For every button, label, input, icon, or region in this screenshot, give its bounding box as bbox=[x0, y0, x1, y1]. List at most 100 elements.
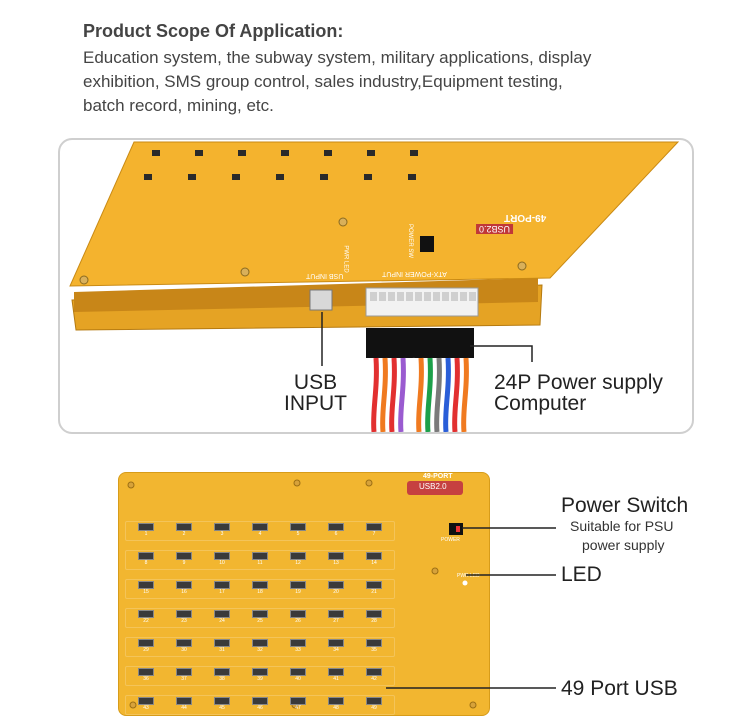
usb-port-number: 3 bbox=[220, 531, 224, 537]
board-label-power: POWER bbox=[441, 537, 460, 543]
power-switch-label: Power Switch bbox=[561, 494, 689, 517]
usb-port-slot bbox=[328, 639, 344, 647]
usb-port-number: 47 bbox=[295, 705, 301, 711]
usb-port: 25 bbox=[248, 610, 272, 626]
usb-port-number: 9 bbox=[182, 560, 186, 566]
usb-port-slot bbox=[138, 639, 154, 647]
usb-port: 13 bbox=[324, 552, 348, 568]
usb-port-slot bbox=[252, 610, 268, 618]
usb-port: 37 bbox=[172, 668, 196, 684]
usb-port-slot bbox=[138, 668, 154, 676]
board-label-usb-bottom: USB2.0 bbox=[419, 482, 447, 491]
usb-port-slot bbox=[176, 668, 192, 676]
usb-port-slot bbox=[366, 668, 382, 676]
usb-port-number: 14 bbox=[371, 560, 377, 566]
usb-port-number: 48 bbox=[333, 705, 339, 711]
board-label-pwr-led-bottom: PWR LED bbox=[457, 573, 480, 579]
usb-port: 48 bbox=[324, 697, 348, 713]
usb-port-number: 49 bbox=[371, 705, 377, 711]
power-supply-callout: 24P Power supply Computer bbox=[494, 372, 663, 414]
usb-port: 27 bbox=[324, 610, 348, 626]
usb-port: 17 bbox=[210, 581, 234, 597]
usb-port-slot bbox=[176, 697, 192, 705]
power-supply-leader bbox=[470, 345, 533, 362]
pwr-led bbox=[462, 580, 468, 586]
usb-port: 6 bbox=[324, 523, 348, 539]
board-label-usb-input: USB INPUT bbox=[306, 272, 344, 279]
usb-port-number: 24 bbox=[219, 618, 225, 624]
scope-line: Education system, the subway system, mil… bbox=[83, 48, 592, 67]
usb-port-number: 33 bbox=[295, 647, 301, 653]
usb-port: 9 bbox=[172, 552, 196, 568]
power-wires bbox=[371, 357, 469, 432]
usb-port-slot bbox=[328, 552, 344, 560]
usb-ports-label: 49 Port USB bbox=[561, 677, 678, 700]
usb-port: 1 bbox=[134, 523, 158, 539]
usb-port-number: 22 bbox=[143, 618, 149, 624]
usb-port-slot bbox=[214, 668, 230, 676]
usb-port: 29 bbox=[134, 639, 158, 655]
usb-port-number: 8 bbox=[144, 560, 148, 566]
usb-port-number: 44 bbox=[181, 705, 187, 711]
usb-port-number: 2 bbox=[182, 531, 186, 537]
board-photo-illustration bbox=[69, 141, 680, 432]
usb-port-slot bbox=[252, 668, 268, 676]
usb-port: 35 bbox=[362, 639, 386, 655]
usb-port-number: 7 bbox=[372, 531, 376, 537]
usb-port-number: 35 bbox=[371, 647, 377, 653]
usb-port-number: 28 bbox=[371, 618, 377, 624]
scope-line: batch record, mining, etc. bbox=[83, 96, 274, 115]
usb-input-line2: INPUT bbox=[284, 392, 347, 415]
usb-port: 44 bbox=[172, 697, 196, 713]
usb-port-slot bbox=[138, 552, 154, 560]
scope-line: exhibition, SMS group control, sales ind… bbox=[83, 72, 563, 91]
usb-port-number: 25 bbox=[257, 618, 263, 624]
usb-port-number: 5 bbox=[296, 531, 300, 537]
usb-port: 16 bbox=[172, 581, 196, 597]
usb-port: 2 bbox=[172, 523, 196, 539]
usb-port: 33 bbox=[286, 639, 310, 655]
usb-port-slot bbox=[366, 552, 382, 560]
usb-port-number: 17 bbox=[219, 589, 225, 595]
led-label: LED bbox=[561, 563, 602, 586]
usb-port-slot bbox=[176, 639, 192, 647]
usb-port-slot bbox=[214, 639, 230, 647]
usb-port-slot bbox=[328, 581, 344, 589]
usb-logo-badge bbox=[407, 481, 463, 495]
usb-port-number: 40 bbox=[295, 676, 301, 682]
usb-port: 45 bbox=[210, 697, 234, 713]
usb-port: 3 bbox=[210, 523, 234, 539]
board-label-atx: ATX-POWER INPUT bbox=[382, 270, 447, 277]
usb-port-slot bbox=[138, 697, 154, 705]
usb-port-slot bbox=[176, 581, 192, 589]
product-photo-top: 49-PORT USB2.0 POWER SW PWR LED USB INPU… bbox=[58, 138, 694, 434]
usb-port-number: 12 bbox=[295, 560, 301, 566]
usb-port: 41 bbox=[324, 668, 348, 684]
usb-port: 11 bbox=[248, 552, 272, 568]
usb-port-number: 41 bbox=[333, 676, 339, 682]
usb-port: 24 bbox=[210, 610, 234, 626]
usb-port-slot bbox=[214, 552, 230, 560]
usb-port-slot bbox=[214, 581, 230, 589]
top-plate bbox=[69, 141, 680, 287]
usb-port-number: 39 bbox=[257, 676, 263, 682]
usb-port: 46 bbox=[248, 697, 272, 713]
usb-port-slot bbox=[252, 581, 268, 589]
board-label-power-sw: POWER SW bbox=[407, 224, 413, 258]
usb-port-number: 23 bbox=[181, 618, 187, 624]
usb-port: 23 bbox=[172, 610, 196, 626]
usb-port-number: 27 bbox=[333, 618, 339, 624]
usb-port-slot bbox=[290, 639, 306, 647]
psu-note-line2: power supply bbox=[582, 537, 665, 553]
usb-port-slot bbox=[214, 523, 230, 531]
usb-port-number: 32 bbox=[257, 647, 263, 653]
power-switch bbox=[420, 236, 434, 252]
usb-port-number: 11 bbox=[257, 560, 263, 566]
usb-port-slot bbox=[366, 610, 382, 618]
scope-section: Product Scope Of Application: Education … bbox=[83, 20, 703, 118]
usb-port-slot bbox=[138, 581, 154, 589]
usb-port-slot bbox=[290, 697, 306, 705]
